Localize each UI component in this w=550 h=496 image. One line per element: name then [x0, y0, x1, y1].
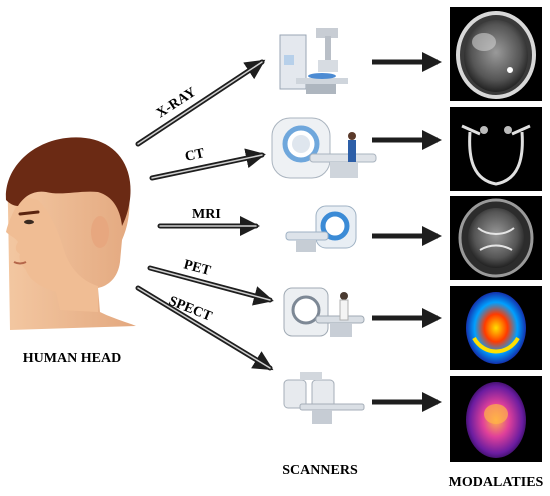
- human-head-profile-icon: [5, 137, 136, 330]
- pet-scanner-icon: [283, 287, 365, 337]
- arrow-pet-highlight: [149, 267, 271, 301]
- label-ct: CT: [184, 146, 207, 165]
- head-label: HUMAN HEAD: [23, 351, 121, 366]
- xray-machine-icon: [279, 28, 348, 94]
- scan-pet: [450, 286, 542, 370]
- arrow-ct-highlight: [151, 154, 263, 179]
- scanner-to-modality-arrows: [372, 52, 442, 412]
- label-pet: PET: [182, 257, 213, 279]
- mri-scanner-icon: [285, 205, 357, 252]
- modalities-label: MODALATIES: [449, 475, 544, 490]
- scan-xray: [450, 7, 542, 101]
- scan-spect: [450, 376, 542, 462]
- ct-scanner-icon: [271, 117, 377, 179]
- spect-scanner-icon: [283, 372, 365, 424]
- label-mri: MRI: [192, 207, 221, 222]
- arrow-spect-highlight: [137, 287, 271, 369]
- scan-ct: [450, 107, 542, 191]
- scan-mri: [450, 196, 542, 280]
- arrow-xray-highlight: [137, 61, 263, 145]
- head-to-scanner-arrows: [135, 59, 274, 371]
- scanners-label: SCANNERS: [282, 463, 358, 478]
